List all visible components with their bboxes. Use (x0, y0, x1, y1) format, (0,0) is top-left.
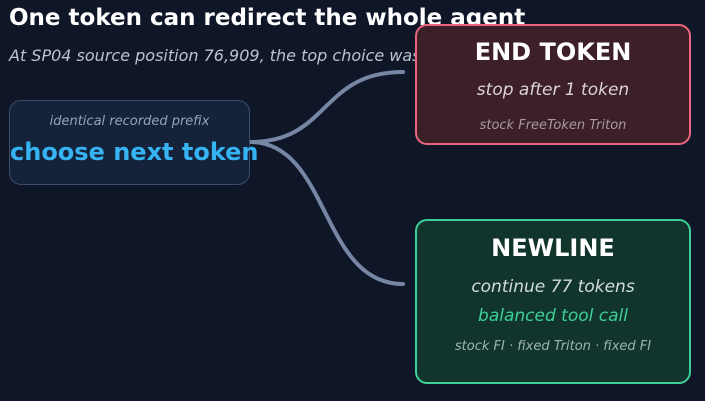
branch-end-token-label: END TOKEN (474, 38, 632, 66)
page-subtitle: At SP04 source position 76,909, the top … (9, 46, 421, 65)
source-node-caption: identical recorded prefix (49, 114, 210, 129)
branch-end-token-footnote: stock FreeToken Triton (479, 118, 627, 133)
branch-newline-footnote: stock FI · fixed Triton · fixed FI (454, 339, 652, 354)
branch-end-token-detail: stop after 1 token (476, 80, 630, 100)
branch-newline-detail: continue 77 tokens (471, 277, 635, 297)
connector-to-end-token (248, 70, 405, 144)
branch-end-token: END TOKEN stop after 1 token stock FreeT… (415, 24, 691, 145)
source-node-label: choose next token (10, 138, 259, 166)
branch-newline-highlight: balanced tool call (478, 306, 628, 326)
branch-newline: NEWLINE continue 77 tokens balanced tool… (415, 219, 691, 384)
connector-to-newline (248, 140, 405, 286)
branch-newline-label: NEWLINE (491, 234, 615, 262)
source-node: identical recorded prefix choose next to… (9, 100, 259, 185)
